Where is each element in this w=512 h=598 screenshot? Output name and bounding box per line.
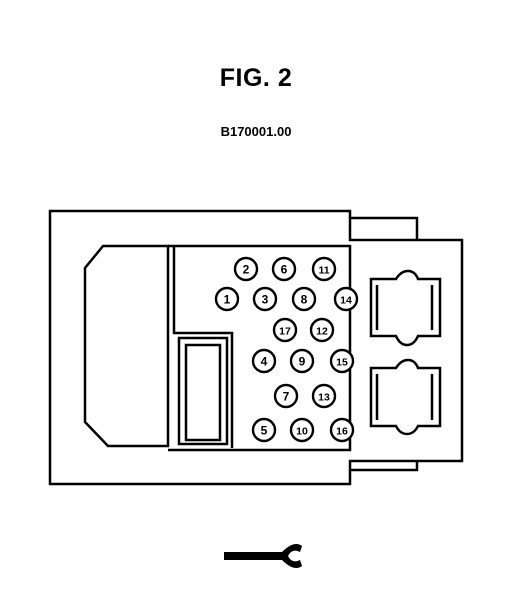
pin-circle: [329, 417, 355, 443]
pin-circle: [271, 256, 297, 282]
pin-3: 3: [252, 286, 278, 312]
pin-label: 9: [299, 355, 306, 369]
pin-15: 15: [329, 348, 355, 374]
pin-label: 11: [318, 265, 329, 277]
pin-circle: [311, 256, 337, 282]
pin-label: 7: [283, 390, 290, 404]
pin-cavity-area: [168, 244, 352, 452]
pin-2: 2: [233, 256, 259, 282]
pin-13: 13: [311, 383, 337, 409]
pin-9: 9: [289, 348, 315, 374]
connector-housing-outline: [48, 209, 464, 486]
pin-label: 16: [336, 426, 348, 438]
pin-14: 14: [333, 286, 359, 312]
pin-4: 4: [251, 348, 277, 374]
pin-label: 10: [296, 426, 308, 438]
lower-locking-tab-inner: [375, 374, 434, 420]
top-latch-rail: [350, 216, 419, 240]
pin-circle: [214, 286, 240, 312]
pin-circle: [272, 317, 298, 343]
latch-key-slot-inner: [184, 343, 222, 442]
pin-8: 8: [291, 286, 317, 312]
lower-locking-tab: [369, 358, 442, 436]
pin-11: 11: [311, 256, 337, 282]
view-direction-symbol: [224, 544, 302, 568]
pin-circle: [273, 383, 299, 409]
pin-label: 3: [262, 293, 269, 307]
pin-17: 17: [272, 317, 298, 343]
pin-circle: [311, 383, 337, 409]
pin-6: 6: [271, 256, 297, 282]
upper-locking-tab-inner: [375, 285, 434, 330]
pin-circle: [251, 348, 277, 374]
pin-1: 1: [214, 286, 240, 312]
pin-label: 8: [301, 293, 308, 307]
pin-label: 13: [318, 392, 330, 404]
pin-10: 10: [289, 417, 315, 443]
pin-circle: [289, 417, 315, 443]
pin-label: 4: [261, 355, 268, 369]
pin-12: 12: [309, 317, 335, 343]
bottom-latch-rail: [350, 461, 419, 472]
pin-16: 16: [329, 417, 355, 443]
pin-circle: [309, 317, 335, 343]
pin-label: 5: [261, 424, 268, 438]
pin-circle: [251, 417, 277, 443]
pin-circle: [291, 286, 317, 312]
figure-code: B170001.00: [220, 124, 292, 139]
pin-7: 7: [273, 383, 299, 409]
pin-circle: [329, 348, 355, 374]
pin-label: 2: [243, 263, 250, 277]
pin-label: 12: [316, 326, 328, 338]
pin-5: 5: [251, 417, 277, 443]
figure-title: FIG. 2: [219, 64, 293, 92]
pin-label: 6: [281, 263, 288, 277]
pin-circle: [233, 256, 259, 282]
inner-wall: [172, 246, 234, 448]
pin-label: 14: [340, 295, 352, 307]
latch-key-slot-outer: [177, 336, 229, 446]
pin-label: 17: [279, 326, 291, 338]
left-recess: [83, 244, 170, 448]
pin-circle: [333, 286, 359, 312]
pin-label: 15: [336, 357, 348, 369]
pin-circle: [289, 348, 315, 374]
upper-locking-tab: [369, 269, 442, 347]
pin-circle: [252, 286, 278, 312]
pin-label: 1: [224, 293, 231, 307]
